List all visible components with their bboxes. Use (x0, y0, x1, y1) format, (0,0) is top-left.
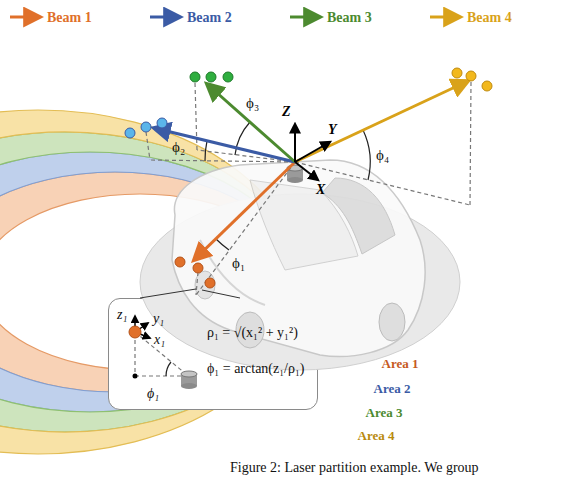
axis-label: x₁ (154, 332, 165, 347)
angle-label: ϕ₄ (376, 147, 389, 163)
laser-beams (154, 81, 468, 260)
axis-label-holder: X (316, 180, 325, 198)
axis-label-holder: z₁ (117, 305, 127, 323)
area-label: Area 4 (358, 428, 395, 443)
projection-lines (146, 82, 471, 295)
legend-label: Beam 1 (47, 10, 92, 25)
axis-label: Z (282, 104, 291, 119)
legend-item: Beam 3 (327, 8, 372, 26)
formula-holder: ϕ₁ = arctan(z₁/ρ₁) (207, 359, 305, 377)
angle-label-holder: ϕ₃ (246, 94, 259, 112)
axis-label-holder: Z (282, 102, 291, 120)
angle-label-holder: ϕ₁ (147, 384, 159, 402)
legend-item: Beam 2 (187, 8, 232, 26)
formula: ρ₁ = √(x₁² + y₁²) (207, 325, 298, 340)
axis-label-holder: y₁ (153, 309, 164, 327)
axis-label: z₁ (117, 307, 127, 322)
axis-label: y₁ (153, 311, 164, 326)
angle-label-holder: ϕ₂ (172, 138, 185, 156)
legend-item: Beam 4 (467, 8, 512, 26)
area-label-holder: Area 1 (382, 354, 419, 372)
angle-label-holder: ϕ₁ (232, 254, 245, 272)
formula-holder: ρ₁ = √(x₁² + y₁²) (207, 323, 298, 341)
angle-arcs (205, 122, 370, 250)
area-label-holder: Area 3 (366, 403, 403, 421)
zoom-leaders (140, 289, 240, 298)
axis-label-holder: x₁ (154, 330, 165, 348)
angle-label: ϕ₃ (246, 95, 259, 111)
figure-caption: Figure 2: Laser partition example. We gr… (230, 460, 479, 475)
area-label-holder: Area 2 (374, 379, 411, 397)
legend-label: Beam 4 (467, 10, 512, 25)
area-label: Area 2 (374, 381, 411, 396)
figure-caption-holder: Figure 2: Laser partition example. We gr… (230, 458, 479, 476)
area-label: Area 3 (366, 405, 403, 420)
axis-label: Y (328, 122, 337, 137)
angle-label-holder: ϕ₄ (376, 146, 389, 164)
sensor-axes (295, 124, 330, 180)
legend-item: Beam 1 (47, 8, 92, 26)
area-label-holder: Area 4 (358, 426, 395, 444)
angle-label: ϕ₂ (172, 139, 185, 155)
axis-label-holder: Y (328, 120, 337, 138)
angle-label: ϕ₁ (147, 386, 159, 401)
legend-label: Beam 3 (327, 10, 372, 25)
axis-label: X (316, 182, 325, 197)
car (172, 160, 425, 356)
legend-label: Beam 2 (187, 10, 232, 25)
angle-label: ϕ₁ (232, 255, 245, 271)
inset-drawing (129, 316, 197, 389)
area-label: Area 1 (382, 356, 419, 371)
formula: ϕ₁ = arctan(z₁/ρ₁) (207, 361, 305, 376)
laser-points (125, 68, 492, 288)
